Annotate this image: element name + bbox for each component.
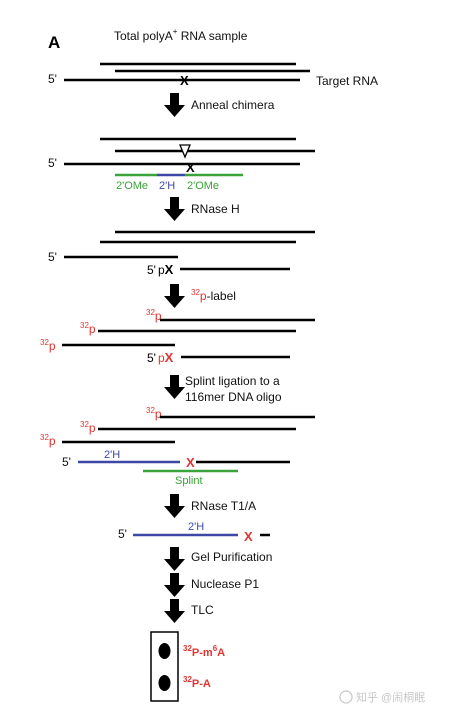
spot-label-m6a: 32P-m6A	[183, 644, 225, 659]
down-arrow-icon	[164, 93, 185, 117]
down-arrow-icon	[164, 197, 185, 221]
modification-site-x: X	[244, 529, 253, 544]
step-splint-ligation-line2: 116mer DNA oligo	[185, 390, 282, 404]
title-text: Total polyA+ RNA sample	[114, 27, 248, 43]
five-prime-label: 5'	[48, 250, 57, 264]
down-arrow-icon	[164, 547, 185, 571]
modification-site-x: X	[180, 73, 189, 88]
cleavage-site-triangle-icon	[179, 144, 191, 159]
watermark-text: 知乎 @闹桐眠	[356, 690, 425, 704]
step-32p-label: 32p-label	[191, 288, 236, 303]
five-prime-label: 5'	[48, 156, 57, 170]
label-2h-product: 2'H	[188, 521, 204, 533]
step-rnase-h: RNase H	[191, 202, 240, 216]
down-arrow-icon	[164, 573, 185, 597]
step-splint-ligation-line1: Splint ligation to a	[185, 374, 280, 388]
label-2ome-left: 2'OMe	[116, 180, 148, 192]
p32-label: 32p	[40, 433, 56, 448]
p32-label: 32p	[80, 321, 96, 336]
p32-label: 32p	[146, 308, 162, 323]
labeled-3-fragment-label: 5'pX	[147, 350, 174, 365]
splint-label: Splint	[175, 475, 203, 487]
step-gel-purification: Gel Purification	[191, 550, 272, 564]
five-prime-label: 5'	[48, 72, 57, 86]
modification-site-x: X	[186, 160, 195, 175]
p32-label: 32p	[146, 406, 162, 421]
down-arrow-icon	[164, 284, 185, 308]
down-arrow-icon	[164, 494, 185, 518]
down-arrow-icon	[164, 375, 185, 399]
panel-letter: A	[48, 33, 60, 52]
step-nuclease-p1: Nuclease P1	[191, 577, 259, 591]
label-2ome-right: 2'OMe	[187, 180, 219, 192]
watermark-logo-icon	[339, 690, 353, 704]
step-anneal-chimera: Anneal chimera	[191, 98, 275, 112]
down-arrow-icon	[164, 599, 185, 623]
step-tlc: TLC	[191, 603, 214, 617]
label-2h-oligo: 2'H	[104, 449, 120, 461]
p32-label: 32p	[80, 420, 96, 435]
step-rnase-t1a: RNase T1/A	[191, 499, 256, 513]
tlc-spot-m6a	[158, 643, 171, 659]
p32-label: 32p	[40, 338, 56, 353]
target-rna-label: Target RNA	[316, 74, 378, 88]
watermark: 知乎 @闹桐眠	[339, 690, 425, 704]
tlc-spot-a	[158, 675, 171, 691]
five-prime-label: 5'	[62, 455, 71, 469]
cleaved-3-fragment-label: 5'pX	[147, 262, 174, 277]
label-2h: 2'H	[159, 180, 175, 192]
modification-site-x: X	[186, 455, 195, 470]
spot-label-a: 32P-A	[183, 675, 211, 690]
five-prime-label: 5'	[118, 527, 127, 541]
